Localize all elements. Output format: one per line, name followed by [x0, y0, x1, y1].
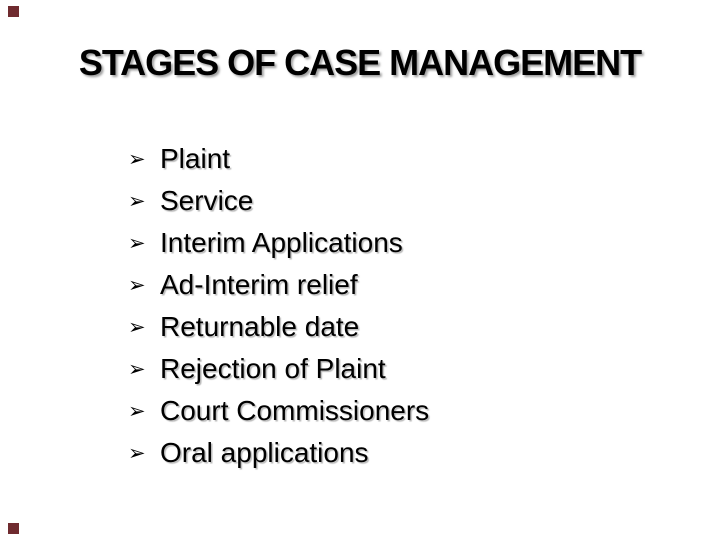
bullet-list-item: ➢ Interim Applications — [128, 222, 429, 264]
bullet-list-item: ➢ Returnable date — [128, 306, 429, 348]
arrow-bullet-icon: ➢ — [128, 189, 146, 213]
slide-accent-square-bottom-left — [8, 523, 19, 534]
bullet-list-item: ➢ Court Commissioners — [128, 390, 429, 432]
bullet-text: Rejection of Plaint — [160, 353, 386, 384]
arrow-bullet-icon: ➢ — [128, 399, 146, 423]
bullet-list-item: ➢ Service — [128, 180, 429, 222]
arrow-bullet-icon: ➢ — [128, 441, 146, 465]
bullet-list-item: ➢ Plaint — [128, 138, 429, 180]
bullet-text: Plaint — [160, 143, 231, 174]
arrow-bullet-icon: ➢ — [128, 273, 146, 297]
arrow-bullet-icon: ➢ — [128, 357, 146, 381]
slide-accent-square-top-left — [8, 6, 19, 17]
bullet-text: Service — [160, 185, 254, 216]
slide-title: STAGES OF CASE MANAGEMENT — [78, 42, 642, 83]
arrow-bullet-icon: ➢ — [128, 315, 146, 339]
bullet-text: Ad-Interim relief — [160, 269, 358, 300]
arrow-bullet-icon: ➢ — [128, 147, 146, 171]
bullet-text: Interim Applications — [160, 227, 403, 258]
arrow-bullet-icon: ➢ — [128, 231, 146, 255]
bullet-text: Returnable date — [160, 311, 360, 342]
bullet-text: Oral applications — [160, 437, 369, 468]
bullet-list-item: ➢ Rejection of Plaint — [128, 348, 429, 390]
bullet-text: Court Commissioners — [160, 395, 430, 426]
bullet-list: ➢ Plaint ➢ Service ➢ Interim Applications ➢ Ad-… — [128, 138, 429, 474]
bullet-list-item: ➢ Ad-Interim relief — [128, 264, 429, 306]
bullet-list-item: ➢ Oral applications — [128, 432, 429, 474]
